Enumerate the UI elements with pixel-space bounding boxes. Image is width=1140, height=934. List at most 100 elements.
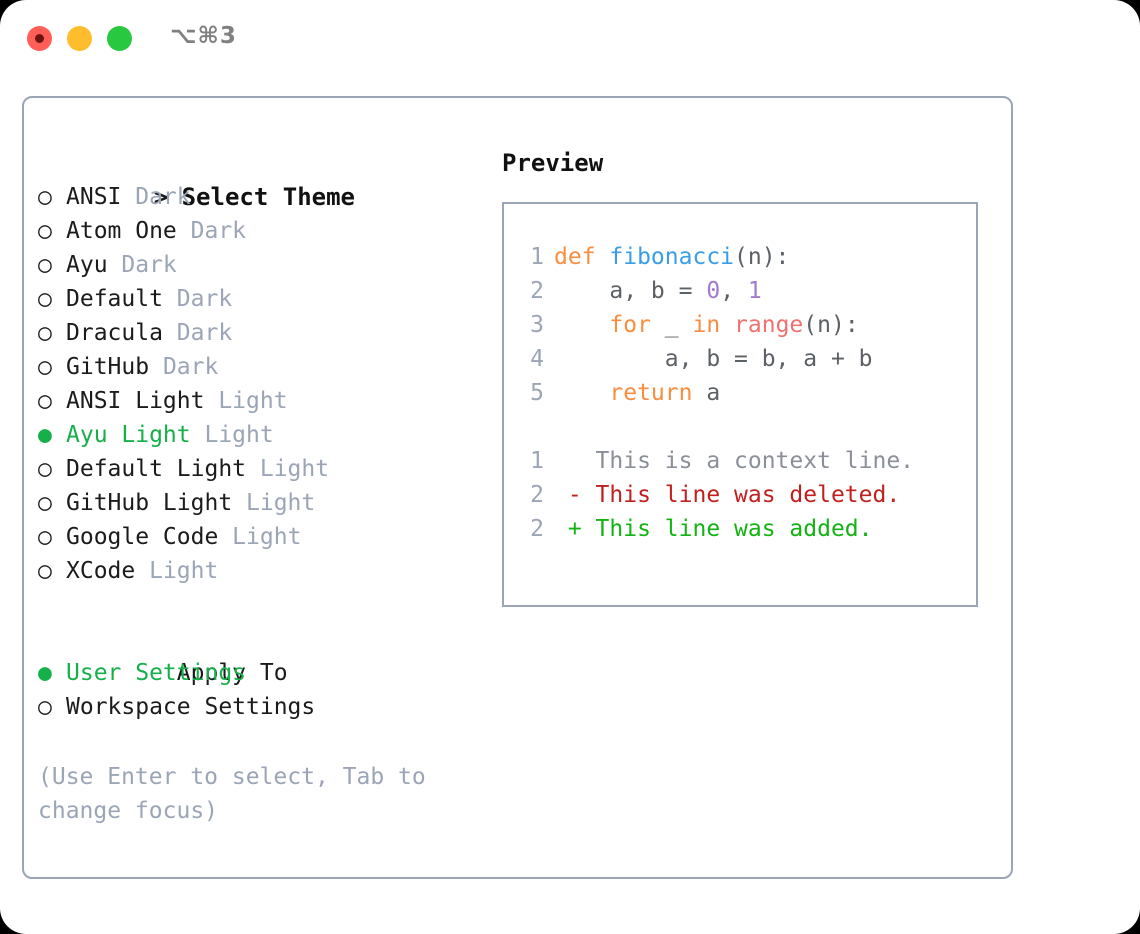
theme-item-atom-one[interactable]: ○Atom One Dark bbox=[38, 214, 468, 248]
code-token: def bbox=[554, 244, 610, 270]
line-number: 5 bbox=[530, 380, 544, 406]
apply-to-item-label: Workspace Settings bbox=[66, 694, 316, 720]
diff-line: 2 + This line was added. bbox=[518, 512, 976, 546]
select-theme-title: Select Theme bbox=[181, 183, 355, 211]
radio-unselected-icon: ○ bbox=[38, 558, 52, 584]
code-token: return bbox=[609, 380, 693, 406]
code-line: 2 a, b = 0, 1 bbox=[518, 274, 976, 308]
theme-item-label: Ayu Light bbox=[66, 422, 191, 448]
apply-to-item-label: User Settings bbox=[66, 660, 247, 686]
code-token: a bbox=[692, 380, 721, 406]
close-button[interactable] bbox=[27, 26, 52, 51]
code-token: a, b = bbox=[554, 278, 707, 304]
code-token bbox=[720, 312, 734, 338]
theme-item-label: Ayu bbox=[66, 252, 108, 278]
theme-item-ansi-light[interactable]: ○ANSI Light Light bbox=[38, 384, 468, 418]
theme-item-github-light[interactable]: ○GitHub Light Light bbox=[38, 486, 468, 520]
radio-selected-icon: ● bbox=[38, 422, 52, 448]
apply-to-item-workspace-settings[interactable]: ○ Workspace Settings bbox=[38, 690, 468, 724]
theme-item-variant-badge: Light bbox=[218, 524, 302, 550]
code-diff-spacer bbox=[518, 410, 976, 444]
theme-item-label: Atom One bbox=[66, 218, 177, 244]
code-token: 0 bbox=[706, 278, 721, 304]
radio-unselected-icon: ○ bbox=[38, 320, 52, 346]
code-token: range bbox=[734, 312, 804, 338]
apply-to-list: ● User Settings ○ Workspace Settings bbox=[38, 656, 468, 724]
diff-sign: + bbox=[554, 516, 596, 542]
diff-text: This line was deleted. bbox=[595, 482, 901, 508]
code-token: 1 bbox=[747, 278, 762, 304]
line-number: 3 bbox=[530, 312, 544, 338]
theme-item-variant-badge: Light bbox=[204, 388, 288, 414]
radio-unselected-icon: ○ bbox=[38, 252, 52, 278]
radio-unselected-icon: ○ bbox=[38, 286, 52, 312]
theme-item-variant-badge: Light bbox=[135, 558, 219, 584]
code-token: in bbox=[692, 312, 721, 338]
theme-item-variant-badge: Light bbox=[190, 422, 274, 448]
line-number: 2 bbox=[530, 482, 544, 508]
theme-item-default-light[interactable]: ○Default Light Light bbox=[38, 452, 468, 486]
theme-item-default[interactable]: ○Default Dark bbox=[38, 282, 468, 316]
diff-line: 2 - This line was deleted. bbox=[518, 478, 976, 512]
section-spacer bbox=[38, 588, 468, 622]
theme-item-variant-badge: Light bbox=[232, 490, 316, 516]
apply-to-title: Apply To bbox=[176, 660, 288, 686]
theme-item-label: Default bbox=[66, 286, 163, 312]
code-token: _ bbox=[650, 312, 693, 338]
theme-item-xcode[interactable]: ○ XCode Light bbox=[38, 554, 468, 588]
minimize-button[interactable] bbox=[67, 26, 92, 51]
diff-text: This is a context line. bbox=[595, 448, 915, 474]
select-theme-heading: > Select Theme bbox=[38, 146, 468, 211]
line-number: 2 bbox=[530, 516, 544, 542]
radio-unselected-icon: ○ bbox=[38, 184, 52, 210]
theme-item-github[interactable]: ○ GitHub Dark bbox=[38, 350, 468, 384]
theme-item-variant-badge: Dark bbox=[162, 320, 233, 346]
traffic-lights bbox=[27, 26, 132, 51]
theme-item-variant-badge: Dark bbox=[176, 218, 247, 244]
code-line: 4 a, b = b, a + b bbox=[518, 342, 976, 376]
theme-item-ayu[interactable]: ○Ayu Dark bbox=[38, 248, 468, 282]
theme-item-label: XCode bbox=[66, 558, 136, 584]
theme-item-ansi[interactable]: ○ ANSI Dark bbox=[38, 180, 468, 214]
theme-item-label: GitHub bbox=[66, 354, 150, 380]
line-number: 1 bbox=[530, 244, 544, 270]
theme-item-google-code[interactable]: ○Google Code Light bbox=[38, 520, 468, 554]
maximize-button[interactable] bbox=[107, 26, 132, 51]
diff-text: This line was added. bbox=[595, 516, 873, 542]
theme-item-variant-badge: Light bbox=[246, 456, 330, 482]
theme-item-variant-badge: Dark bbox=[121, 184, 191, 210]
diff-sign bbox=[554, 448, 596, 474]
radio-unselected-icon: ○ bbox=[38, 524, 52, 550]
radio-unselected-icon: ○ bbox=[38, 354, 52, 380]
diff-sign: - bbox=[554, 482, 596, 508]
radio-selected-icon: ● bbox=[38, 660, 52, 686]
theme-item-variant-badge: Dark bbox=[149, 354, 219, 380]
code-token: (n): bbox=[734, 244, 790, 270]
diff-sample: 1 This is a context line.2 - This line w… bbox=[518, 444, 976, 546]
code-token: (n): bbox=[803, 312, 859, 338]
theme-item-label: ANSI bbox=[66, 184, 122, 210]
diff-line: 1 This is a context line. bbox=[518, 444, 976, 478]
prompt-marker-icon: > bbox=[153, 183, 169, 211]
code-token: for bbox=[609, 312, 651, 338]
code-token: a, b = b, a + b bbox=[554, 346, 873, 372]
radio-unselected-icon: ○ bbox=[38, 694, 52, 720]
keyboard-hint: (Use Enter to select, Tab to change focu… bbox=[38, 764, 426, 824]
line-number: 1 bbox=[530, 448, 544, 474]
theme-item-ayu-light[interactable]: ● Ayu Light Light bbox=[38, 418, 468, 452]
theme-item-label: ANSI Light bbox=[66, 388, 205, 414]
theme-picker-column: >Select Theme ○ANSI Dark○Atom One Dark○A… bbox=[38, 146, 468, 828]
preview-title: Preview bbox=[502, 149, 604, 177]
code-line: 5 return a bbox=[518, 376, 976, 410]
keyboard-shortcut-label: ⌥⌘3 bbox=[170, 23, 237, 49]
line-number: 4 bbox=[530, 346, 544, 372]
tui-panel: >Select Theme ○ANSI Dark○Atom One Dark○A… bbox=[22, 96, 1013, 879]
code-token: , bbox=[720, 278, 748, 304]
theme-item-dracula[interactable]: ○Dracula Dark bbox=[38, 316, 468, 350]
code-line: 3 for _ in range(n): bbox=[518, 308, 976, 342]
apply-to-item-user-settings[interactable]: ● User Settings bbox=[38, 656, 468, 690]
